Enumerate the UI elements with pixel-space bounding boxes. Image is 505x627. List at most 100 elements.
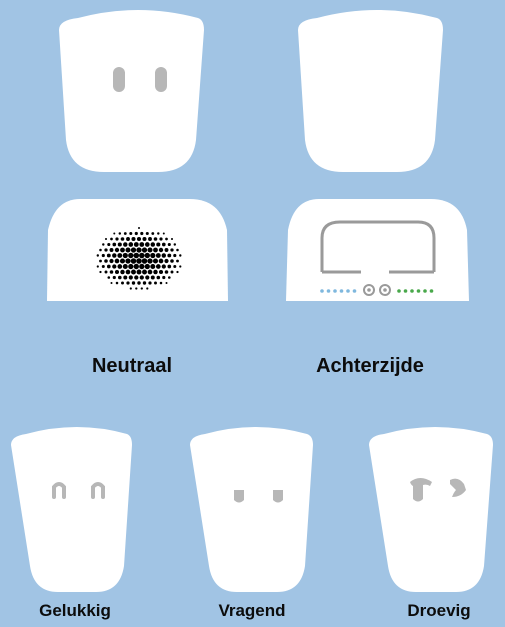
label-happy: Gelukkig	[39, 601, 111, 621]
speaker-dot	[147, 247, 152, 252]
speaker-dot	[164, 259, 168, 263]
speaker-dot	[116, 282, 119, 285]
speaker-dot	[131, 237, 135, 241]
speaker-dot	[171, 238, 173, 240]
speaker-dot	[125, 258, 130, 263]
robot-head-back-icon	[298, 10, 443, 172]
speaker-dot	[179, 254, 181, 256]
speaker-dot	[168, 243, 171, 246]
speaker-dot	[142, 258, 148, 264]
speaker-dot	[173, 254, 176, 257]
speaker-dot	[135, 232, 138, 235]
speaker-dot	[118, 242, 122, 246]
speaker-dot	[123, 253, 128, 258]
speaker-dot	[107, 265, 111, 269]
speaker-dot	[142, 270, 147, 275]
speaker-dot	[163, 232, 165, 234]
speaker-dot	[107, 276, 110, 279]
speaker-dot	[129, 232, 132, 235]
speaker-dot	[113, 232, 115, 234]
indicator-dot-blue	[353, 289, 357, 293]
speaker-dot	[128, 242, 133, 247]
speaker-dot	[121, 237, 125, 241]
speaker-dot	[153, 270, 157, 274]
speaker-dot	[151, 276, 155, 280]
speaker-dot	[118, 276, 122, 280]
speaker-dot	[99, 271, 101, 273]
speaker-dot	[151, 232, 154, 235]
speaker-dot	[176, 260, 179, 263]
speaker-dot	[99, 260, 102, 263]
speaker-dot	[131, 247, 136, 252]
indicator-dot-blue	[340, 289, 344, 293]
speaker-dot	[142, 247, 147, 252]
speaker-dot	[140, 275, 144, 279]
speaker-dot	[123, 264, 128, 269]
speaker-dot	[120, 270, 124, 274]
speaker-dot	[162, 253, 166, 257]
speaker-dot	[176, 249, 179, 252]
speaker-dot	[97, 265, 99, 267]
speaker-dot	[148, 237, 152, 241]
speaker-dot	[145, 242, 150, 247]
indicator-dot-blue	[327, 289, 331, 293]
speaker-dot	[159, 259, 164, 264]
head-shape	[298, 10, 443, 172]
speaker-dot	[139, 242, 144, 247]
speaker-dot	[171, 271, 174, 274]
indicator-dot-green	[397, 289, 401, 293]
label-questioning: Vragend	[218, 601, 285, 621]
speaker-dot	[134, 253, 140, 259]
indicator-dot-green	[404, 289, 408, 293]
speaker-dot	[154, 282, 157, 285]
speaker-dot	[145, 275, 149, 279]
speaker-dot	[115, 237, 118, 240]
speaker-dot	[130, 287, 132, 289]
robot-head-neutral-icon	[59, 10, 204, 172]
speaker-dot	[140, 232, 143, 235]
speaker-dot	[125, 247, 130, 252]
speaker-dot	[110, 248, 114, 252]
speaker-dot	[120, 258, 125, 263]
speaker-dot	[134, 275, 138, 279]
indicator-dot-green	[410, 289, 414, 293]
speaker-dot	[156, 276, 160, 280]
speaker-dot	[135, 287, 137, 289]
speaker-dot	[115, 259, 120, 264]
speaker-dot	[112, 264, 116, 268]
questioning-eye-right	[273, 490, 283, 503]
speaker-dot	[112, 243, 116, 247]
speaker-dot	[105, 238, 107, 240]
right-eye	[155, 67, 167, 92]
indicator-dot-blue	[333, 289, 337, 293]
head-shape	[11, 427, 132, 592]
speaker-dot	[146, 232, 149, 235]
speaker-dot	[137, 270, 142, 275]
speaker-dot	[128, 253, 133, 258]
speaker-dot	[139, 253, 145, 259]
speaker-dot	[115, 248, 119, 252]
questioning-eye-left	[234, 490, 244, 503]
robot-body-front	[47, 199, 228, 301]
speaker-dot	[145, 253, 150, 258]
speaker-dot	[97, 254, 99, 256]
speaker-dot	[156, 264, 161, 269]
speaker-dot	[117, 253, 122, 258]
speaker-dot	[139, 264, 144, 269]
speaker-dot	[124, 232, 127, 235]
speaker-dot	[119, 232, 121, 234]
speaker-dot	[141, 287, 143, 289]
indicator-dot-blue	[346, 289, 350, 293]
speaker-dot	[107, 243, 110, 246]
speaker-dot	[176, 271, 178, 273]
speaker-dot	[153, 258, 158, 263]
speaker-dot	[110, 282, 112, 284]
head-shape	[190, 427, 313, 592]
robot-body-back	[286, 199, 469, 301]
speaker-dot	[165, 238, 168, 241]
head-shape	[59, 10, 204, 172]
head-shape	[369, 427, 493, 592]
speaker-dot	[112, 253, 116, 257]
speaker-dot	[137, 281, 140, 284]
